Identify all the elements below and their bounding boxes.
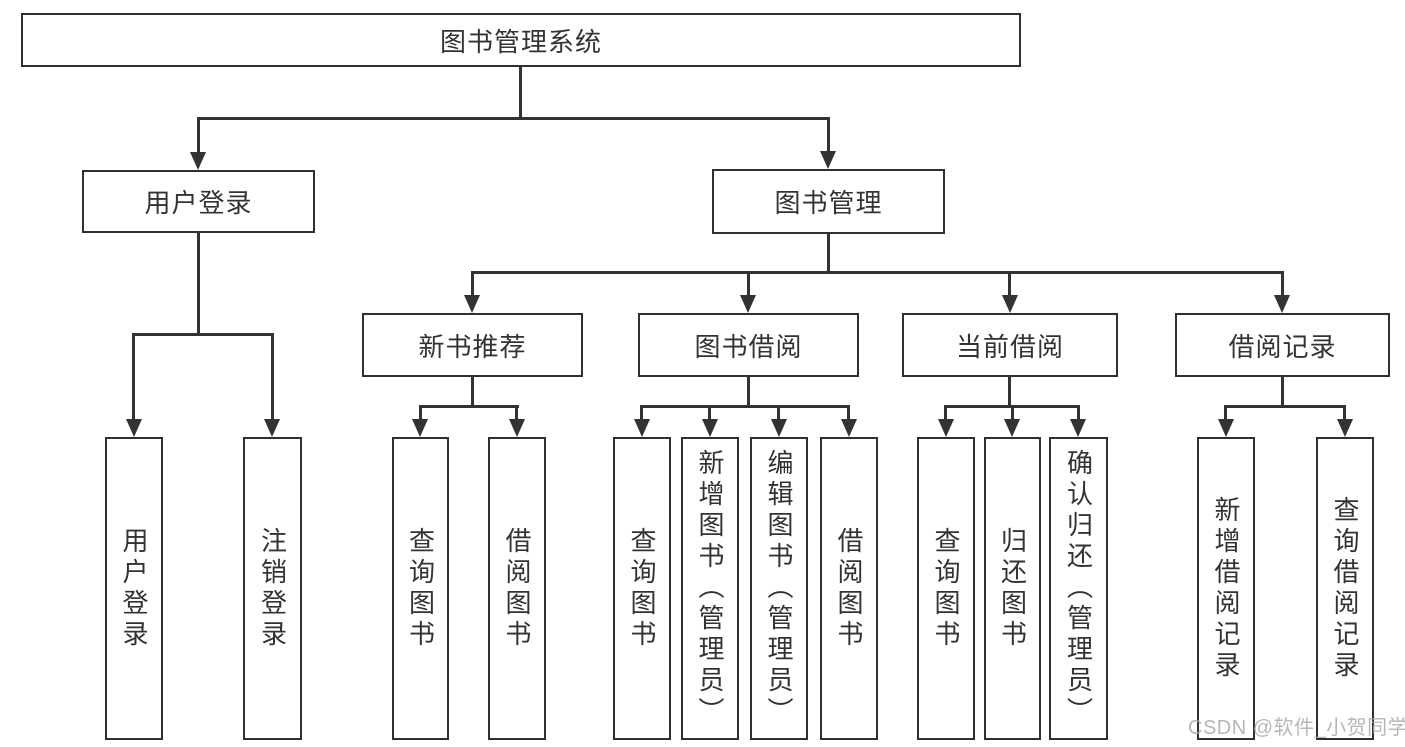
arrowhead-icon [190,152,206,170]
leaf-user-login: 用户登录 [105,437,163,740]
arrowhead-icon [740,295,756,313]
node-current-borrowing: 当前借阅 [902,313,1118,377]
connector-to-book-management [827,117,830,153]
arrowhead-icon [464,295,480,313]
connector-book-borrowing-bar [640,405,850,408]
node-book-management: 图书管理 [712,169,945,234]
connector-book-management-bar [471,271,1284,274]
connector-user-login-bar [132,333,274,336]
node-label: 当前借阅 [955,331,1064,362]
connector-to-book-borrowing [747,271,750,297]
leaf-label: 查询图书 [627,526,657,651]
connector-leaf-stem [777,405,780,421]
leaf-borrow-books-recommend: 借阅图书 [488,437,546,740]
leaf-label: 确认归还（管理员） [1063,449,1094,728]
arrowhead-icon [938,419,954,437]
connector-leaf-stem [640,405,643,421]
connector-user-login-stem [197,231,200,335]
connector-to-leaf-login [132,333,135,421]
arrowhead-icon [1002,295,1018,313]
leaf-label: 查询图书 [931,526,961,651]
leaf-label: 用户登录 [119,526,149,651]
leaf-label: 查询图书 [405,526,436,651]
connector-leaf-stem [708,405,711,421]
arrowhead-icon [820,151,836,169]
arrowhead-icon [702,419,718,437]
arrowhead-icon [1004,419,1020,437]
leaf-query-books-current: 查询图书 [917,437,975,740]
node-label: 图书管理 [774,188,883,218]
connector-new-book-stem [471,375,474,408]
connector-to-user-login [197,117,200,154]
arrowhead-icon [126,419,142,437]
arrowhead-icon [841,419,857,437]
connector-to-new-book [471,271,474,297]
leaf-confirm-return-admin: 确认归还（管理员） [1049,437,1108,740]
leaf-logout: 注销登录 [243,437,302,740]
connector-leaf-stem [1224,405,1227,421]
leaf-borrow-books-borrowing: 借阅图书 [820,437,878,740]
arrowhead-icon [264,419,280,437]
connector-to-current-borrowing [1008,271,1011,297]
connector-book-management-stem [827,232,830,273]
connector-to-borrow-records [1281,271,1284,297]
leaf-edit-book-admin: 编辑图书（管理员） [750,437,808,740]
connector-root-stem [519,66,522,119]
node-label: 借阅记录 [1228,331,1337,362]
leaf-query-borrow-record: 查询借阅记录 [1316,437,1374,740]
connector-leaf-stem [944,405,947,421]
arrowhead-icon [1218,419,1234,437]
connector-current-borrowing-stem [1008,375,1011,408]
node-label: 图书借阅 [694,331,803,362]
arrowhead-icon [412,419,428,437]
leaf-label: 新增借阅记录 [1211,495,1241,682]
leaf-query-books-borrowing: 查询图书 [613,437,671,740]
connector-to-leaf-logout [271,333,274,421]
node-label: 用户登录 [144,188,253,218]
arrowhead-icon [1337,419,1353,437]
node-new-book-recommend: 新书推荐 [362,313,583,377]
leaf-add-book-admin: 新增图书（管理员） [681,437,739,740]
connector-borrow-records-stem [1281,375,1284,408]
leaf-return-books: 归还图书 [984,437,1041,740]
connector-leaf-stem [847,405,850,421]
leaf-label: 编辑图书（管理员） [764,449,794,728]
leaf-label: 新增图书（管理员） [695,449,725,728]
arrowhead-icon [509,419,525,437]
leaf-label: 借阅图书 [834,526,864,651]
watermark: CSDN @软件_小贺同学 [1188,717,1405,739]
connector-leaf-stem [419,405,422,421]
connector-leaf-stem [1077,405,1080,421]
leaf-label: 借阅图书 [502,526,532,651]
arrowhead-icon [1070,419,1086,437]
connector-root-bar [197,117,830,120]
arrowhead-icon [634,419,650,437]
node-label: 新书推荐 [418,331,527,362]
leaf-label: 注销登录 [257,526,288,651]
leaf-query-books-recommend: 查询图书 [392,437,449,740]
arrowhead-icon [1274,295,1290,313]
connector-borrow-records-bar [1224,405,1346,408]
node-borrow-records: 借阅记录 [1175,313,1390,377]
node-user-login: 用户登录 [82,170,315,233]
node-root: 图书管理系统 [21,13,1021,67]
node-root-label: 图书管理系统 [439,26,602,57]
connector-book-borrowing-stem [747,375,750,408]
connector-leaf-stem [1343,405,1346,421]
node-book-borrowing: 图书借阅 [638,313,859,377]
leaf-add-borrow-record: 新增借阅记录 [1197,437,1255,740]
connector-leaf-stem [1011,405,1014,421]
connector-new-book-bar [419,405,519,408]
connector-leaf-stem [515,405,518,421]
leaf-label: 查询借阅记录 [1330,495,1360,682]
arrowhead-icon [771,419,787,437]
leaf-label: 归还图书 [997,526,1028,651]
